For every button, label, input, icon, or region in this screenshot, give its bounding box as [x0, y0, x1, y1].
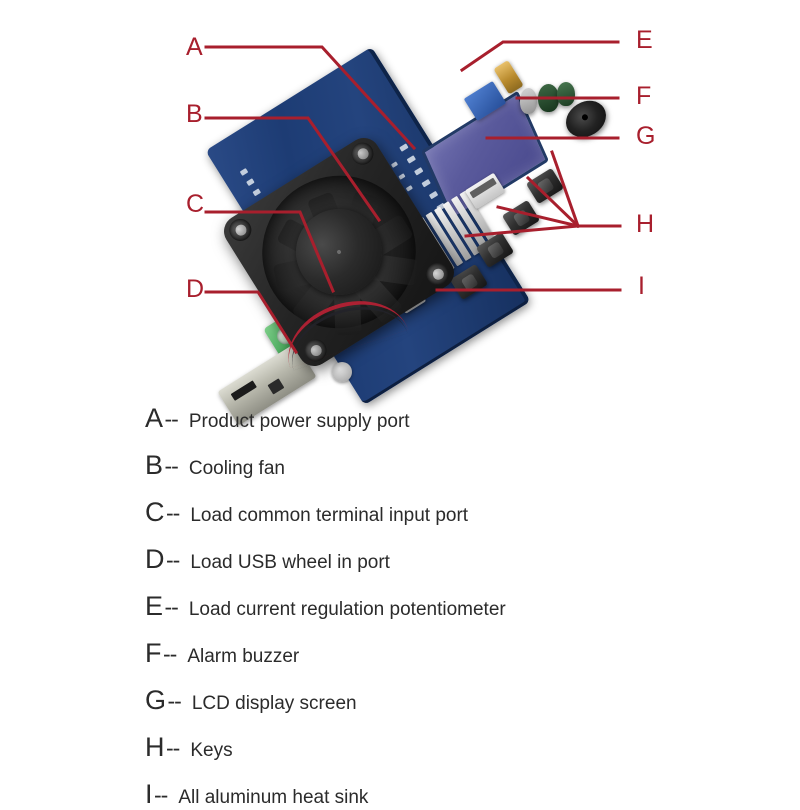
- legend-dash: --: [154, 782, 168, 808]
- device-composite: [205, 46, 613, 426]
- legend-letter: A: [145, 403, 164, 433]
- legend-dash: --: [164, 453, 179, 479]
- legend-dash: --: [166, 547, 180, 573]
- callout-letter-a: A: [186, 33, 203, 61]
- legend-item-e: E-- Load current regulation potentiometer: [145, 591, 506, 622]
- leader-line-h-4: [464, 224, 580, 238]
- legend-item-a: A-- Product power supply port: [145, 403, 410, 434]
- legend-item-c: C-- Load common terminal input port: [145, 497, 468, 528]
- legend-dash: --: [163, 641, 177, 667]
- callout-letter-e: E: [636, 26, 653, 54]
- leader-line-c: [204, 210, 335, 293]
- legend-letter: D: [145, 544, 165, 574]
- legend-description: LCD display screen: [191, 693, 357, 714]
- callout-letter-h: H: [636, 210, 654, 238]
- legend-item-g: G-- LCD display screen: [145, 685, 357, 716]
- leader-line-h-3: [496, 205, 580, 228]
- legend-letter: H: [145, 732, 165, 762]
- mounting-post-2: [332, 362, 352, 382]
- legend-description: Load current regulation potentiometer: [188, 599, 506, 620]
- legend-item-f: F-- Alarm buzzer: [145, 638, 299, 669]
- callout-letter-g: G: [636, 122, 655, 150]
- leader-line-h-2: [525, 175, 581, 229]
- leader-line-a: [204, 45, 417, 151]
- legend-description: Keys: [190, 740, 233, 761]
- legend-letter: F: [145, 638, 162, 668]
- legend-letter: C: [145, 497, 165, 527]
- legend-dash: --: [166, 500, 180, 526]
- leader-line-h-1: [550, 150, 580, 228]
- capacitor-3: [557, 82, 575, 106]
- legend-dash: --: [166, 735, 180, 761]
- legend-letter: E: [145, 591, 164, 621]
- legend-item-i: I-- All aluminum heat sink: [145, 779, 368, 810]
- callout-letter-f: F: [636, 82, 651, 110]
- callout-letter-c: C: [186, 190, 204, 218]
- legend-description: Load common terminal input port: [190, 505, 469, 526]
- legend-description: All aluminum heat sink: [178, 787, 369, 808]
- leader-line-d: [204, 290, 299, 355]
- legend-description: Load USB wheel in port: [190, 552, 390, 573]
- legend-description: Alarm buzzer: [187, 646, 300, 667]
- legend-dash: --: [164, 406, 179, 432]
- legend-item-h: H-- Keys: [145, 732, 233, 763]
- legend-dash: --: [167, 688, 182, 714]
- callout-letter-b: B: [186, 100, 203, 128]
- callout-overlay: A B C D EFG H I: [186, 26, 655, 355]
- leader-line-e: [459, 40, 620, 73]
- legend-description: Cooling fan: [188, 458, 285, 479]
- legend-item-d: D-- Load USB wheel in port: [145, 544, 390, 575]
- legend-description: Product power supply port: [188, 411, 410, 432]
- capacitor-1: [520, 88, 537, 114]
- legend-letter: B: [145, 450, 164, 480]
- callout-letter-i: I: [638, 272, 645, 300]
- legend-item-b: B-- Cooling fan: [145, 450, 285, 481]
- leader-line-b: [204, 116, 382, 223]
- legend-letter: I: [145, 779, 154, 809]
- legend-letter: G: [145, 685, 167, 715]
- legend-dash: --: [164, 594, 179, 620]
- callout-letter-d: D: [186, 275, 204, 303]
